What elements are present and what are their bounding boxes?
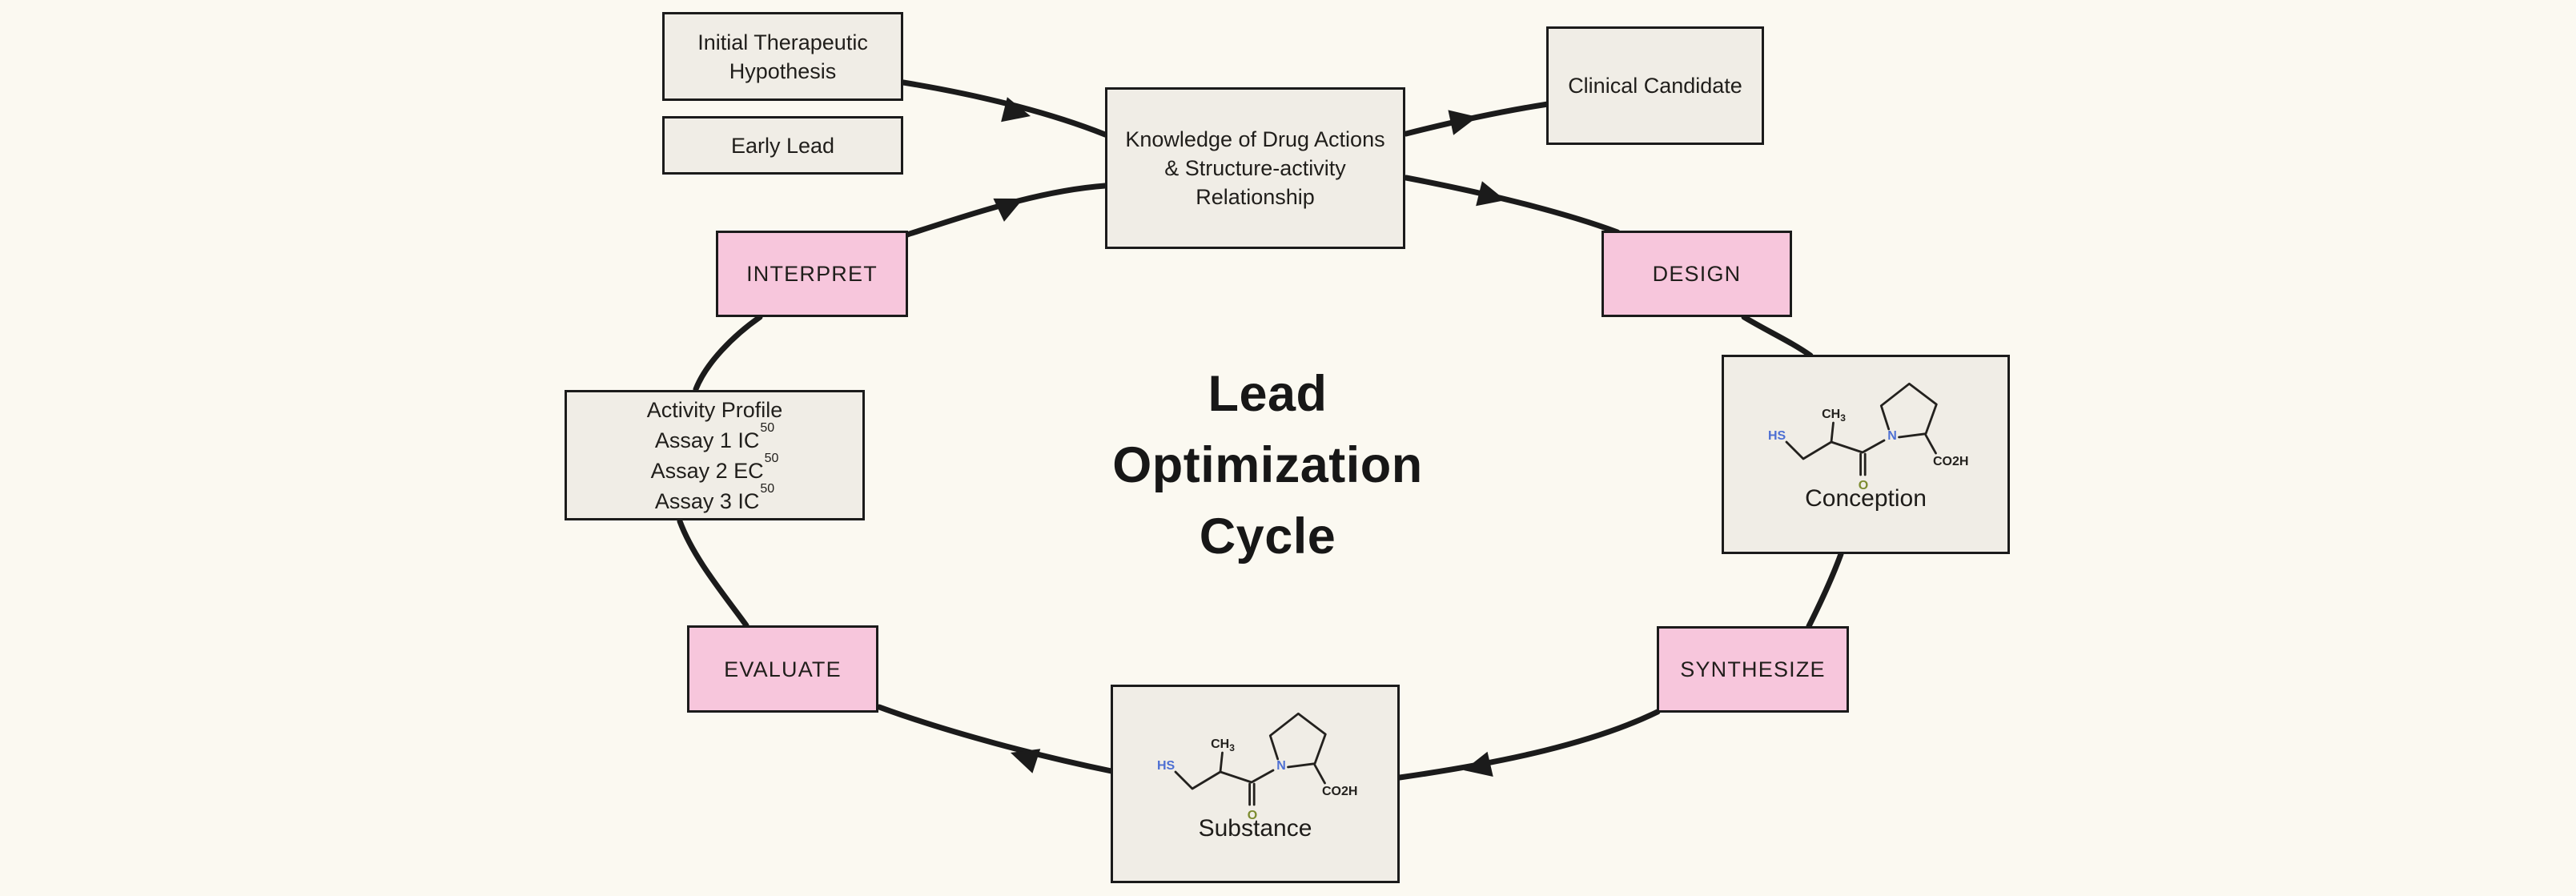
arrowhead-knowledge-to-design xyxy=(1476,181,1505,207)
molecule-chain-bonds xyxy=(1785,439,1886,460)
title-line: Optimization xyxy=(1112,437,1423,493)
molecule-methyl-bond xyxy=(1830,421,1835,444)
node-initial-therapeutic-hypothesis: Initial Therapeutic Hypothesis xyxy=(662,12,903,101)
molecule-pyrrolidine-ring xyxy=(1268,712,1327,769)
assay-superscript: 50 xyxy=(760,420,775,435)
atom-label-o: O xyxy=(1248,809,1257,822)
assay-row: Assay 3 IC50 xyxy=(654,482,774,516)
molecule-caption: Conception xyxy=(1805,485,1927,512)
stage-label: SYNTHESIZE xyxy=(1680,657,1826,681)
arrow-knowledge-to-design xyxy=(1403,175,1621,235)
node-label-line: Initial Therapeutic xyxy=(697,30,868,54)
atom-label-co2h: CO2H xyxy=(1322,785,1357,798)
arrow-interpret-to-knowledge xyxy=(904,183,1108,238)
molecule-carbonyl-double-bond xyxy=(1248,782,1256,806)
arrow-synthesize-to-substance xyxy=(1397,709,1661,781)
node-substance: HS CH3 N O CO2H Substance xyxy=(1111,685,1400,883)
arrowhead-knowledge-to-clinical xyxy=(1448,110,1477,135)
arrow-activity-to-interpret xyxy=(693,314,763,392)
title-line: Cycle xyxy=(1199,508,1336,565)
assay-row: Assay 2 EC50 xyxy=(650,452,779,486)
stage-label: EVALUATE xyxy=(724,657,842,681)
node-label: Clinical Candidate xyxy=(1568,74,1742,98)
arrowhead-initial-to-knowledge xyxy=(1001,97,1031,123)
molecule-pyrrolidine-ring xyxy=(1879,382,1938,439)
arrowhead-substance-to-evaluate xyxy=(1011,749,1041,773)
assay-row: Assay 1 IC50 xyxy=(654,421,774,456)
stage-interpret: INTERPRET xyxy=(716,231,908,317)
molecule-structure: HS CH3 N O CO2H xyxy=(1768,382,1968,492)
arrow-conception-to-synthesize xyxy=(1806,551,1844,629)
atom-label-hs: HS xyxy=(1157,759,1175,773)
arrow-initial-to-knowledge xyxy=(900,79,1108,138)
activity-title: Activity Profile xyxy=(646,397,783,422)
node-label-line: & Structure-activity xyxy=(1164,156,1346,180)
arrowhead-synthesize-to-substance xyxy=(1464,751,1493,777)
arrow-design-to-conception xyxy=(1741,314,1814,359)
node-activity-profile: Activity Profile Assay 1 IC50 Assay 2 EC… xyxy=(565,390,865,520)
assay-label: Assay 1 IC xyxy=(654,428,760,452)
title-line: Lead xyxy=(1208,366,1328,422)
atom-label-n: N xyxy=(1887,429,1897,443)
arrowhead-interpret-to-knowledge xyxy=(993,198,1023,222)
molecule-chain-bonds xyxy=(1174,769,1275,790)
node-early-lead: Early Lead xyxy=(662,116,903,175)
node-label-line: Relationship xyxy=(1196,185,1315,209)
arrow-substance-to-evaluate xyxy=(876,704,1115,774)
node-clinical-candidate: Clinical Candidate xyxy=(1546,26,1764,145)
atom-label-n: N xyxy=(1276,759,1286,773)
atom-label-hs: HS xyxy=(1768,429,1786,443)
atom-label-ch3: CH3 xyxy=(1822,408,1846,424)
stage-evaluate: EVALUATE xyxy=(687,625,878,713)
molecule-acid-bond xyxy=(1313,764,1326,785)
diagram-title: Lead Optimization Cycle xyxy=(1027,359,1508,573)
stage-label: DESIGN xyxy=(1652,262,1742,286)
atom-label-ch3: CH3 xyxy=(1211,737,1235,753)
atom-label-co2h: CO2H xyxy=(1933,455,1968,468)
assay-label: Assay 2 EC xyxy=(650,458,764,483)
node-knowledge-sar: Knowledge of Drug Actions & Structure-ac… xyxy=(1105,87,1405,249)
stage-label: INTERPRET xyxy=(746,262,878,286)
node-label-line: Hypothesis xyxy=(729,58,837,83)
molecule-carbonyl-double-bond xyxy=(1859,452,1867,476)
molecule-caption: Substance xyxy=(1198,815,1312,842)
node-label-line: Knowledge of Drug Actions xyxy=(1125,127,1385,151)
assay-superscript: 50 xyxy=(764,451,779,465)
arrow-knowledge-to-clinical-candidate xyxy=(1403,101,1551,137)
atom-label-o: O xyxy=(1859,479,1868,492)
molecule-methyl-bond xyxy=(1219,751,1224,773)
stage-synthesize: SYNTHESIZE xyxy=(1657,626,1849,713)
node-label: Early Lead xyxy=(730,133,835,158)
node-conception: HS CH3 N O CO2H Conception xyxy=(1722,355,2010,554)
arrow-evaluate-to-activity xyxy=(677,518,749,629)
assay-superscript: 50 xyxy=(760,481,775,496)
stage-design: DESIGN xyxy=(1601,231,1792,317)
molecule-acid-bond xyxy=(1924,434,1937,455)
assay-label: Assay 3 IC xyxy=(654,488,760,513)
molecule-structure: HS CH3 N O CO2H xyxy=(1157,712,1357,822)
